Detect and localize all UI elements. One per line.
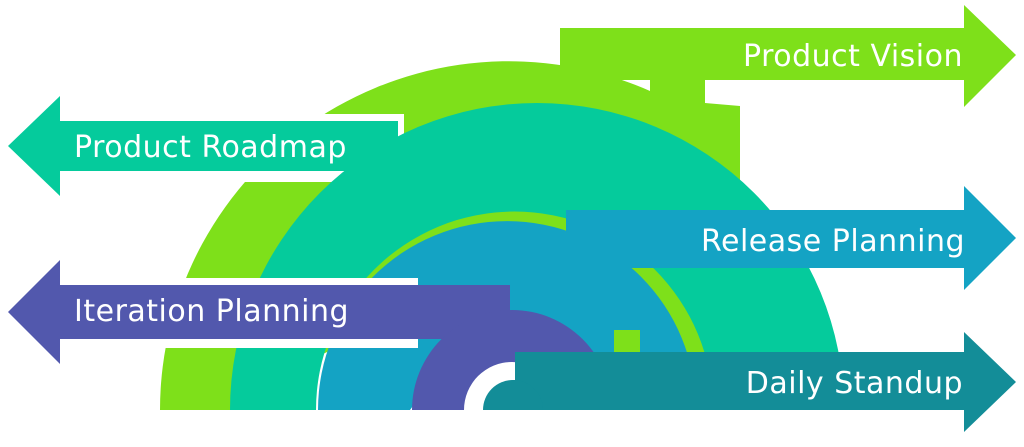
product-roadmap-arc	[230, 103, 844, 410]
daily-standup-layer: Daily Standup	[472, 332, 1016, 432]
iteration-planning-label: Iteration Planning	[74, 294, 349, 329]
product-roadmap-label: Product Roadmap	[74, 130, 347, 165]
daily-standup-label: Daily Standup	[746, 366, 963, 401]
iteration-planning-layer: Iteration Planning	[8, 260, 612, 410]
release-planning-arrow	[566, 186, 1016, 290]
daily-standup-core	[483, 380, 543, 410]
product-vision-arrow	[560, 5, 1016, 107]
release-planning-label: Release Planning	[701, 224, 965, 259]
iteration-planning-arrow	[8, 260, 510, 364]
product-roadmap-arrow	[8, 96, 398, 196]
daily-standup-arrow	[485, 332, 1016, 432]
product-roadmap-layer: Product Roadmap	[8, 96, 844, 410]
product-vision-label: Product Vision	[743, 39, 963, 74]
